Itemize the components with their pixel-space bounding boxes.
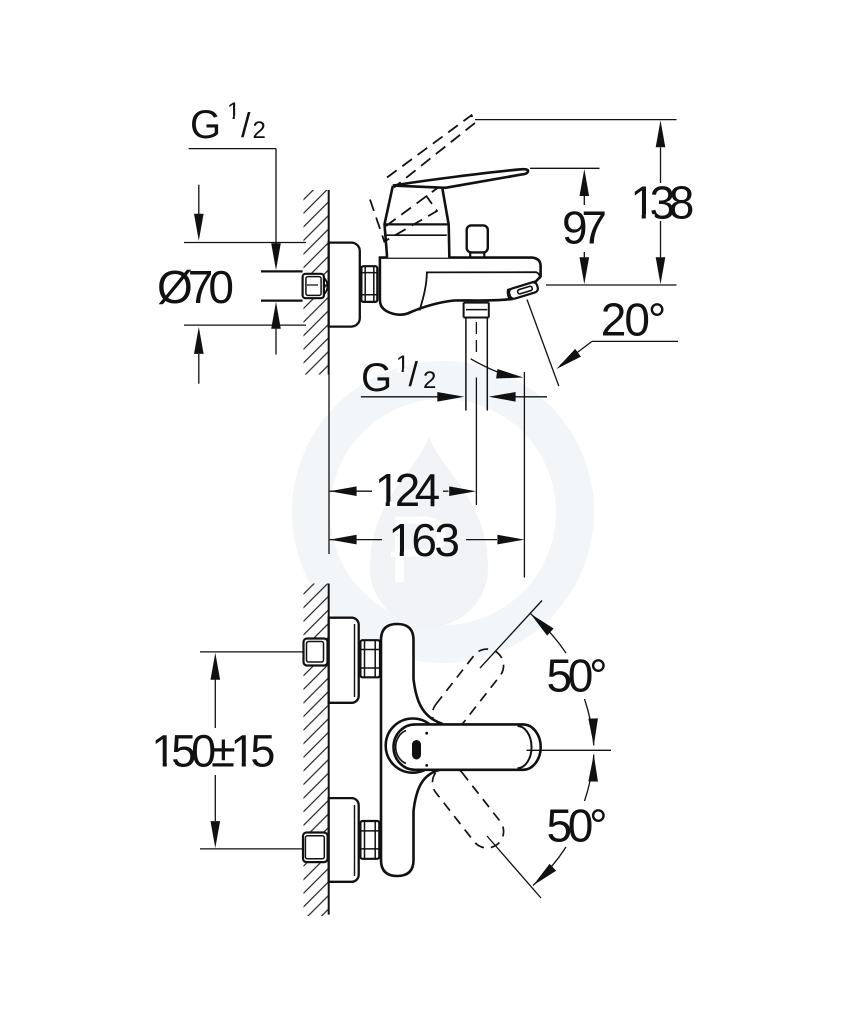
svg-text:1: 1 [396, 351, 409, 378]
svg-text:G: G [361, 356, 392, 400]
svg-text:163: 163 [388, 514, 460, 566]
svg-text:1: 1 [227, 98, 240, 125]
svg-text:Ø70: Ø70 [157, 261, 234, 313]
svg-text:2: 2 [423, 367, 436, 394]
svg-text:/: / [241, 107, 251, 145]
svg-text:P: P [387, 497, 450, 603]
svg-text:50°: 50° [547, 800, 608, 852]
svg-text:20°: 20° [601, 294, 667, 346]
svg-text:138: 138 [630, 177, 694, 229]
svg-text:50°: 50° [547, 650, 608, 702]
svg-text:/: / [409, 356, 419, 394]
svg-text:124: 124 [375, 464, 441, 516]
svg-text:97: 97 [562, 202, 607, 254]
svg-text:2: 2 [253, 117, 266, 144]
svg-text:150±15: 150±15 [151, 726, 275, 777]
svg-text:G: G [190, 103, 221, 147]
